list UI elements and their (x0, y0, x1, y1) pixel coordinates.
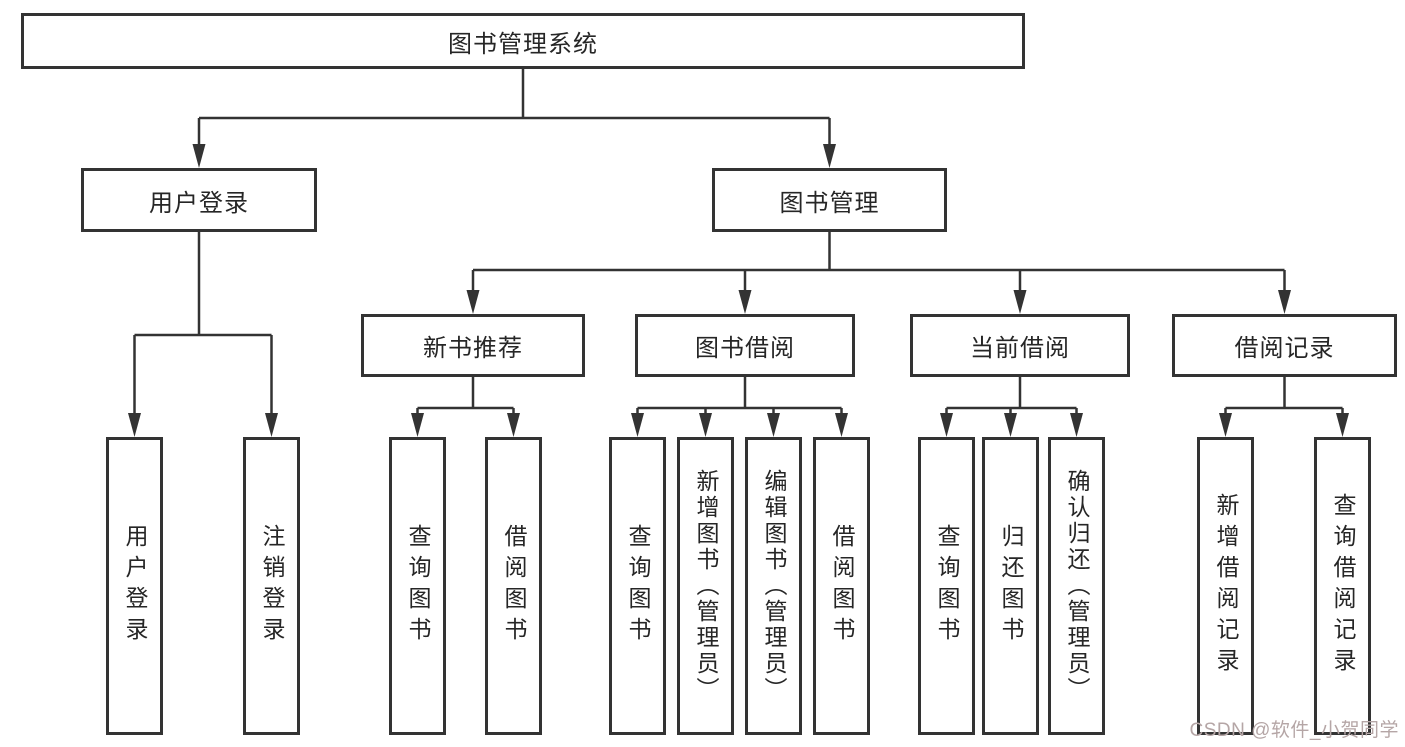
leaf-return-books: 归还图书 (982, 437, 1039, 735)
arrowhead (1013, 290, 1027, 314)
node-new-book-recommend: 新书推荐 (361, 314, 585, 377)
arrowhead (466, 290, 480, 314)
leaf-label: 查询图书 (405, 524, 431, 648)
leaf-label: 查询借阅记录 (1330, 493, 1356, 679)
node-root-system: 图书管理系统 (21, 13, 1025, 69)
arrowhead (192, 144, 206, 168)
leaf-label: 编辑图书（管理员） (761, 469, 787, 703)
leaf-label: 查询图书 (625, 524, 651, 648)
leaf-query-borrow-record: 查询借阅记录 (1314, 437, 1371, 735)
node-label: 图书管理 (779, 189, 880, 217)
leaf-user-login: 用户登录 (106, 437, 163, 735)
node-label: 图书管理系统 (448, 30, 598, 58)
arrowhead (128, 413, 141, 437)
leaf-label: 用户登录 (122, 524, 148, 648)
leaf-query-books-borrow: 查询图书 (609, 437, 666, 735)
leaf-add-borrow-record: 新增借阅记录 (1197, 437, 1254, 735)
leaf-confirm-return-admin: 确认归还（管理员） (1048, 437, 1105, 735)
leaf-label: 查询图书 (934, 524, 960, 648)
leaf-query-books-current: 查询图书 (918, 437, 975, 735)
leaf-label: 新增借阅记录 (1213, 493, 1239, 679)
node-label: 借阅记录 (1234, 335, 1335, 362)
connector-lines (133, 69, 1344, 422)
leaf-borrow-books-recommend: 借阅图书 (485, 437, 542, 735)
arrowhead (823, 144, 836, 168)
node-book-management: 图书管理 (712, 168, 947, 232)
arrowhead (767, 413, 780, 437)
leaf-logout: 注销登录 (243, 437, 300, 735)
node-label: 新书推荐 (423, 335, 523, 362)
connector-book-management (471, 232, 1286, 298)
arrowhead (631, 413, 644, 437)
node-current-borrow: 当前借阅 (910, 314, 1130, 377)
connector-user-login (133, 232, 273, 420)
arrowhead (940, 413, 953, 437)
node-user-login: 用户登录 (81, 168, 317, 232)
arrowheads (128, 144, 1349, 437)
node-book-borrow: 图书借阅 (635, 314, 855, 377)
node-label: 图书借阅 (695, 335, 795, 362)
leaf-label: 借阅图书 (829, 524, 855, 648)
connector-book-borrow (636, 377, 843, 422)
arrowhead (1070, 413, 1083, 437)
arrowhead (1004, 413, 1017, 437)
leaf-label: 归还图书 (998, 524, 1024, 648)
arrowhead (411, 413, 424, 437)
arrowhead (699, 413, 712, 437)
leaf-label: 确认归还（管理员） (1064, 469, 1090, 703)
node-label: 当前借阅 (970, 335, 1070, 362)
node-borrow-records: 借阅记录 (1172, 314, 1397, 377)
leaf-edit-books-admin: 编辑图书（管理员） (745, 437, 802, 735)
arrowhead (1219, 413, 1232, 437)
leaf-add-books-admin: 新增图书（管理员） (677, 437, 734, 735)
leaf-label: 注销登录 (259, 524, 285, 648)
csdn-watermark: CSDN @软件_小贺同学 (1189, 720, 1399, 741)
leaf-label: 新增图书（管理员） (693, 469, 719, 703)
arrowhead (507, 413, 520, 437)
arrowhead (1336, 413, 1349, 437)
connector-root (197, 69, 831, 150)
leaf-label: 借阅图书 (501, 524, 527, 648)
arrowhead (738, 290, 752, 314)
connector-borrow-records (1224, 377, 1344, 422)
arrowhead (1278, 290, 1291, 314)
arrowhead (265, 413, 278, 437)
arrowhead (835, 413, 848, 437)
leaf-query-books-recommend: 查询图书 (389, 437, 446, 735)
node-label: 用户登录 (149, 189, 249, 217)
connector-new-book-recommend (416, 377, 515, 422)
leaf-borrow-books: 借阅图书 (813, 437, 870, 735)
